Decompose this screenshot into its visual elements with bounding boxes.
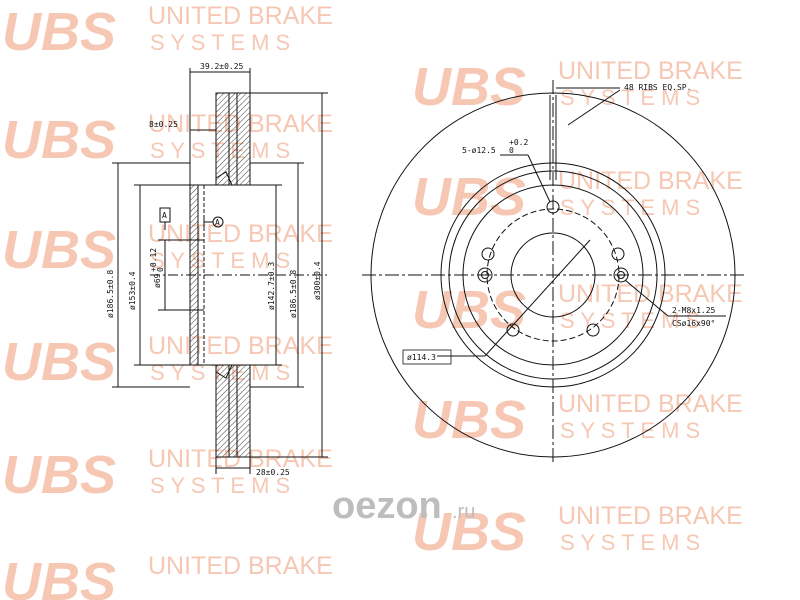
logo-ozon-domain: .ru [452,501,475,523]
front-view [362,80,744,462]
label-thread-2: CSø16x90° [672,319,715,328]
outer-ring-bottom [215,364,251,458]
dim-d142: ø142.7±0.3 [267,262,276,310]
stud-hole-5 [586,323,600,337]
stud-hole-1 [546,200,560,214]
dim-d186-left: ø186.5±0.8 [106,270,115,318]
label-thread-1: 2-M8x1.25 [672,306,716,315]
label-holes-tol2: 0 [509,146,514,155]
label-ribs: 48 RIBS EQ.SP. [624,83,691,92]
dim-total-thickness: 39.2±0.25 [200,62,244,71]
label-pcd: ø114.3 [407,353,436,362]
thread-hole-1 [477,267,493,283]
thread-hole-2 [613,267,629,283]
dim-d69-tol2: 0 [156,267,165,272]
outer-ring-top [215,92,251,186]
dim-d69-tol: +0.12 [149,248,158,272]
label-holes: 5-ø12.5 [462,146,496,155]
logo-ozon-text: oezon [332,485,442,527]
dim-d153: ø153±0.4 [128,271,137,310]
dim-d69: ø69 [153,273,162,288]
dim-d186-right: ø186.5±0.8 [289,270,298,318]
datum-a-2: A [215,218,220,227]
dim-hat-thickness: 8±0.25 [149,120,178,129]
stud-hole-3 [611,247,625,261]
label-holes-tol: +0.2 [509,138,528,147]
stud-hole-2 [481,247,495,261]
logo-ozon: oezon .ru [332,480,492,530]
stud-hole-4 [506,323,520,337]
side-view [112,68,330,474]
datum-a-1: A [162,211,167,220]
dim-disc-thickness: 28±0.25 [256,468,290,477]
dim-d300: ø300±0.4 [313,261,322,300]
